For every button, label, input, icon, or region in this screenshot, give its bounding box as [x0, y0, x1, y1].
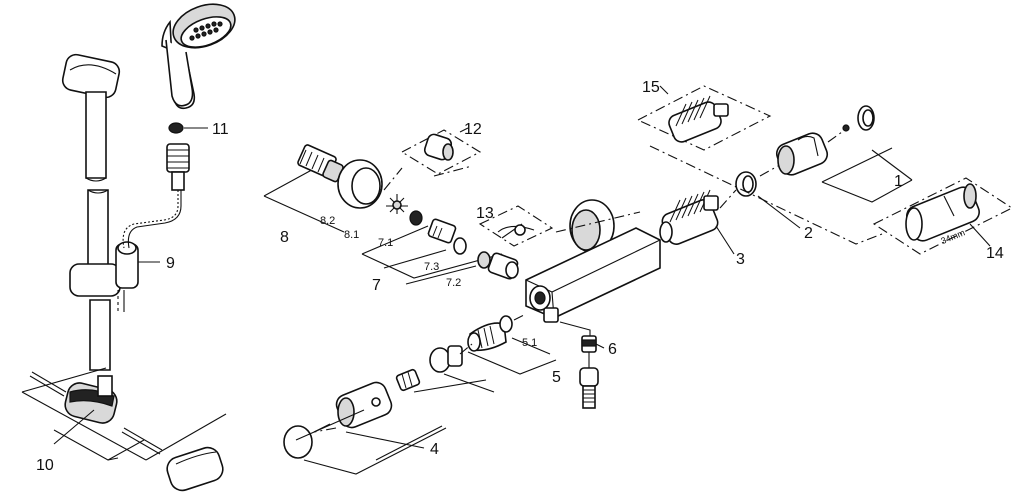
shower-hose	[122, 190, 179, 249]
ring-2	[735, 171, 757, 197]
assembly-12	[400, 129, 482, 175]
handle-1	[775, 105, 875, 176]
leaders-right	[459, 85, 991, 349]
washer-11	[168, 122, 184, 134]
label-10: 10	[36, 457, 54, 474]
box-1	[821, 147, 913, 203]
label-6: 6	[608, 341, 617, 358]
label-12: 12	[464, 121, 482, 138]
label-4: 4	[430, 441, 439, 458]
label-8: 8	[280, 229, 289, 246]
assembly-15	[636, 85, 772, 151]
hose-nut	[166, 143, 190, 191]
assembly-13	[478, 205, 554, 247]
assembly-4	[283, 345, 495, 475]
label-7-1: 7.1	[378, 237, 393, 249]
assembly-14	[872, 177, 1014, 255]
label-15: 15	[642, 79, 660, 96]
label-8-2: 8.2	[320, 215, 335, 227]
callout-labels: 11 9 10 8 8.2 8.1 7.1 7.3 7.2 7 12 13 15…	[36, 79, 1004, 474]
label-5: 5	[552, 369, 561, 386]
label-13: 13	[476, 205, 494, 222]
label-9: 9	[166, 255, 175, 272]
rail-slider	[69, 241, 139, 312]
label-14: 14	[986, 245, 1004, 262]
rail-pipe	[85, 91, 111, 371]
assembly-5	[467, 315, 557, 375]
mixer-body	[525, 199, 661, 323]
label-1: 1	[894, 173, 903, 190]
rail-bottom-bracket	[29, 371, 224, 492]
leaders-left	[53, 127, 208, 445]
shower-rail-set	[21, 3, 236, 492]
label-3: 3	[736, 251, 745, 268]
assembly-7	[361, 210, 519, 285]
hand-shower	[161, 3, 236, 110]
label-8-1: 8.1	[344, 229, 359, 241]
label-11: 11	[212, 121, 229, 138]
label-2: 2	[804, 225, 813, 242]
label-7: 7	[372, 277, 381, 294]
label-7-2: 7.2	[446, 277, 461, 289]
rail-top-bracket	[61, 53, 121, 99]
part-8-1	[386, 194, 408, 214]
assembly-axis-line	[555, 211, 641, 233]
label-5-1: 5.1	[522, 337, 537, 349]
label-7-3: 7.3	[424, 261, 439, 273]
part-6	[559, 321, 599, 409]
assembly-8	[263, 144, 408, 233]
cartridge-3	[659, 189, 719, 245]
